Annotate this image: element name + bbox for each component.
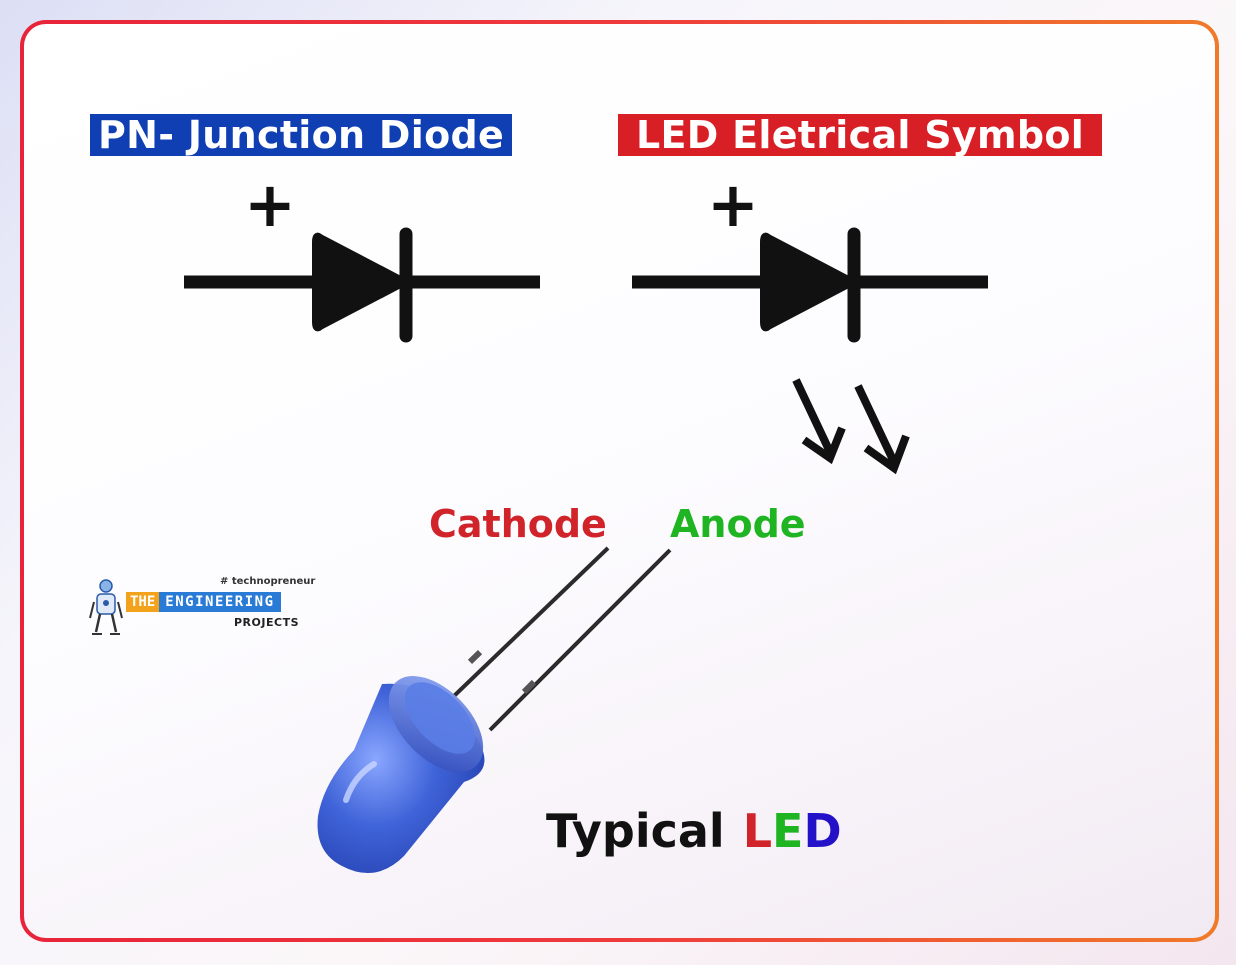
logo-wordmark: THE ENGINEERING — [126, 592, 281, 612]
emission-arrows-icon — [792, 378, 910, 475]
typical-led-caption: Typical LED — [546, 804, 842, 858]
led-symbol-title: LED Eletrical Symbol — [618, 114, 1103, 156]
anode-label: Anode — [670, 502, 806, 546]
led-symbol-icon — [632, 227, 988, 343]
caption-letter-d: D — [803, 804, 842, 858]
led-anode-plus-sign: + — [707, 168, 759, 241]
pn-anode-plus-sign: + — [244, 168, 296, 241]
caption-letter-e: E — [772, 804, 804, 858]
logo-tagline: # technopreneur — [220, 576, 316, 587]
caption-word: Typical — [546, 804, 725, 858]
logo-the: THE — [126, 592, 160, 612]
caption-letter-l: L — [742, 804, 772, 858]
diagram-canvas: PN- Junction Diode LED Eletrical Symbol … — [24, 24, 1215, 938]
engineering-projects-logo: # technopreneur THE ENGINEERING PROJECTS — [88, 576, 315, 636]
diode-symbol-icon — [184, 227, 540, 343]
pn-junction-diode-title: PN- Junction Diode — [90, 114, 513, 156]
cathode-label: Cathode — [429, 502, 607, 546]
logo-engineering: ENGINEERING — [159, 592, 281, 612]
logo-projects: PROJECTS — [234, 616, 299, 629]
page-frame: PN- Junction Diode LED Eletrical Symbol … — [20, 20, 1219, 942]
diagram-artwork — [184, 227, 988, 874]
blue-led-component — [317, 546, 672, 874]
robot-icon — [89, 579, 123, 635]
